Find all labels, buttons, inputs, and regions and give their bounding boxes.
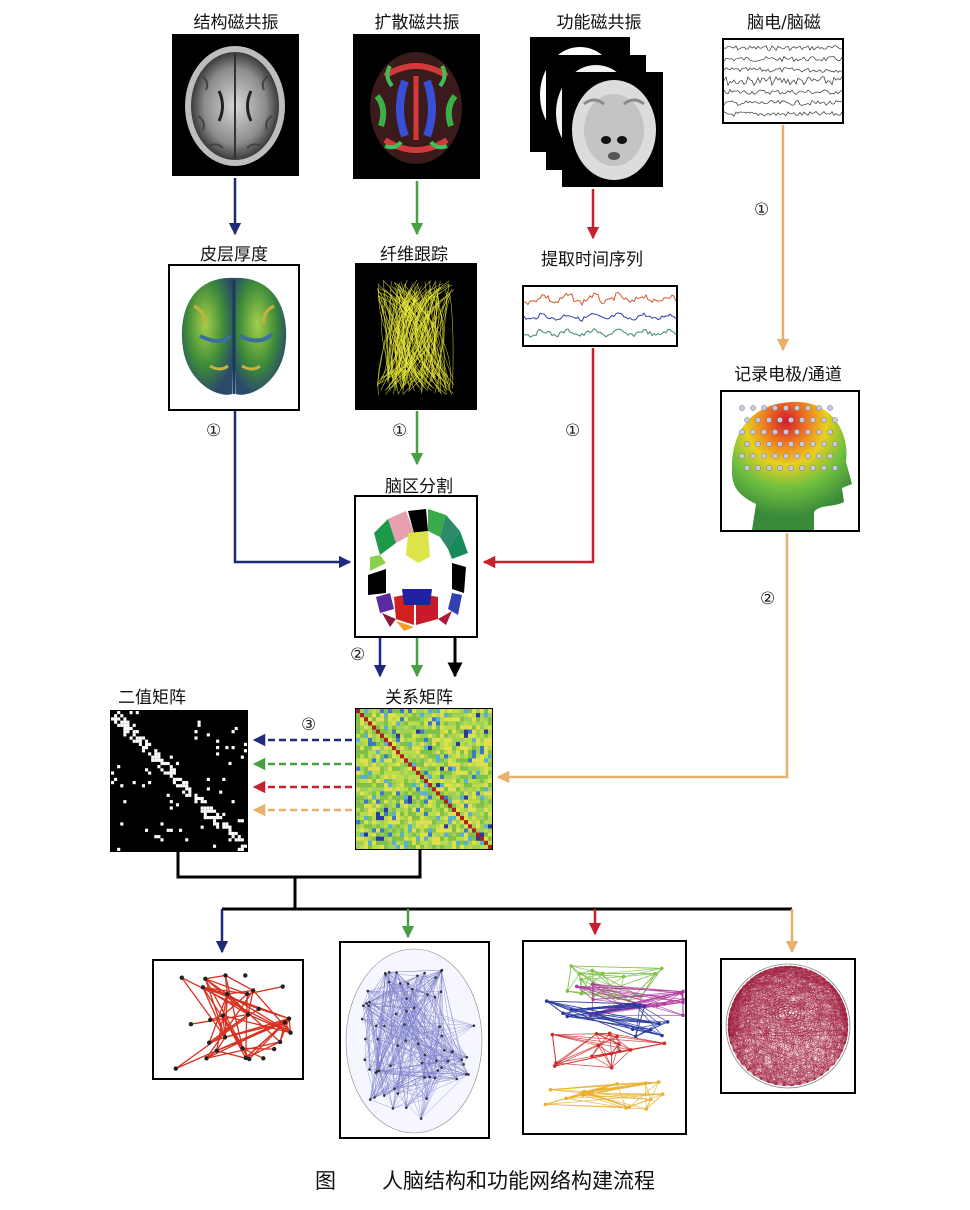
functional-mri-stack xyxy=(530,37,663,187)
network-graph-eeg-circle xyxy=(720,958,856,1094)
fiber-tracking-image xyxy=(355,263,477,410)
label-parcellation: 脑区分割 xyxy=(385,477,453,497)
label-binary-matrix: 二值矩阵 xyxy=(118,688,186,708)
caption-title: 人脑结构和功能网络构建流程 xyxy=(382,1169,655,1193)
time-series-image xyxy=(522,285,678,347)
binary-matrix-image xyxy=(110,710,248,852)
parcellation-image xyxy=(354,495,478,638)
network-graph-structural xyxy=(152,959,304,1080)
label-functional-mri: 功能磁共振 xyxy=(556,13,642,33)
diffusion-mri-image xyxy=(353,34,480,179)
figure-caption: 图 人脑结构和功能网络构建流程 xyxy=(0,1165,970,1195)
electrode-head-image xyxy=(720,390,860,532)
structural-mri-image xyxy=(172,34,299,176)
label-diffusion-mri: 扩散磁共振 xyxy=(374,13,460,33)
step-marker-ts-1: ① xyxy=(565,421,581,441)
label-time-series: 提取时间序列 xyxy=(541,250,643,270)
step-marker-cortex-1: ① xyxy=(206,421,222,441)
relation-matrix-image xyxy=(355,708,493,850)
step-marker-eeg-2: ② xyxy=(760,589,776,609)
label-fiber-tracking: 纤维跟踪 xyxy=(380,245,448,265)
cortical-thickness-image xyxy=(168,264,300,411)
step-marker-fiber-1: ① xyxy=(392,421,408,441)
eeg-signal-image xyxy=(722,38,844,124)
step-marker-eeg-1: ① xyxy=(754,200,770,220)
label-electrodes: 记录电极/通道 xyxy=(734,365,842,385)
step-marker-parcel-2: ② xyxy=(350,645,366,665)
label-relation-matrix: 关系矩阵 xyxy=(385,688,453,708)
label-structural-mri: 结构磁共振 xyxy=(193,13,279,33)
label-cortical-thickness: 皮层厚度 xyxy=(200,245,268,265)
network-graph-fmri xyxy=(522,940,687,1135)
network-graph-dti xyxy=(339,941,490,1139)
label-eeg-meg: 脑电/脑磁 xyxy=(747,13,821,33)
step-marker-threshold-3: ③ xyxy=(301,715,317,735)
caption-prefix: 图 xyxy=(315,1169,336,1193)
